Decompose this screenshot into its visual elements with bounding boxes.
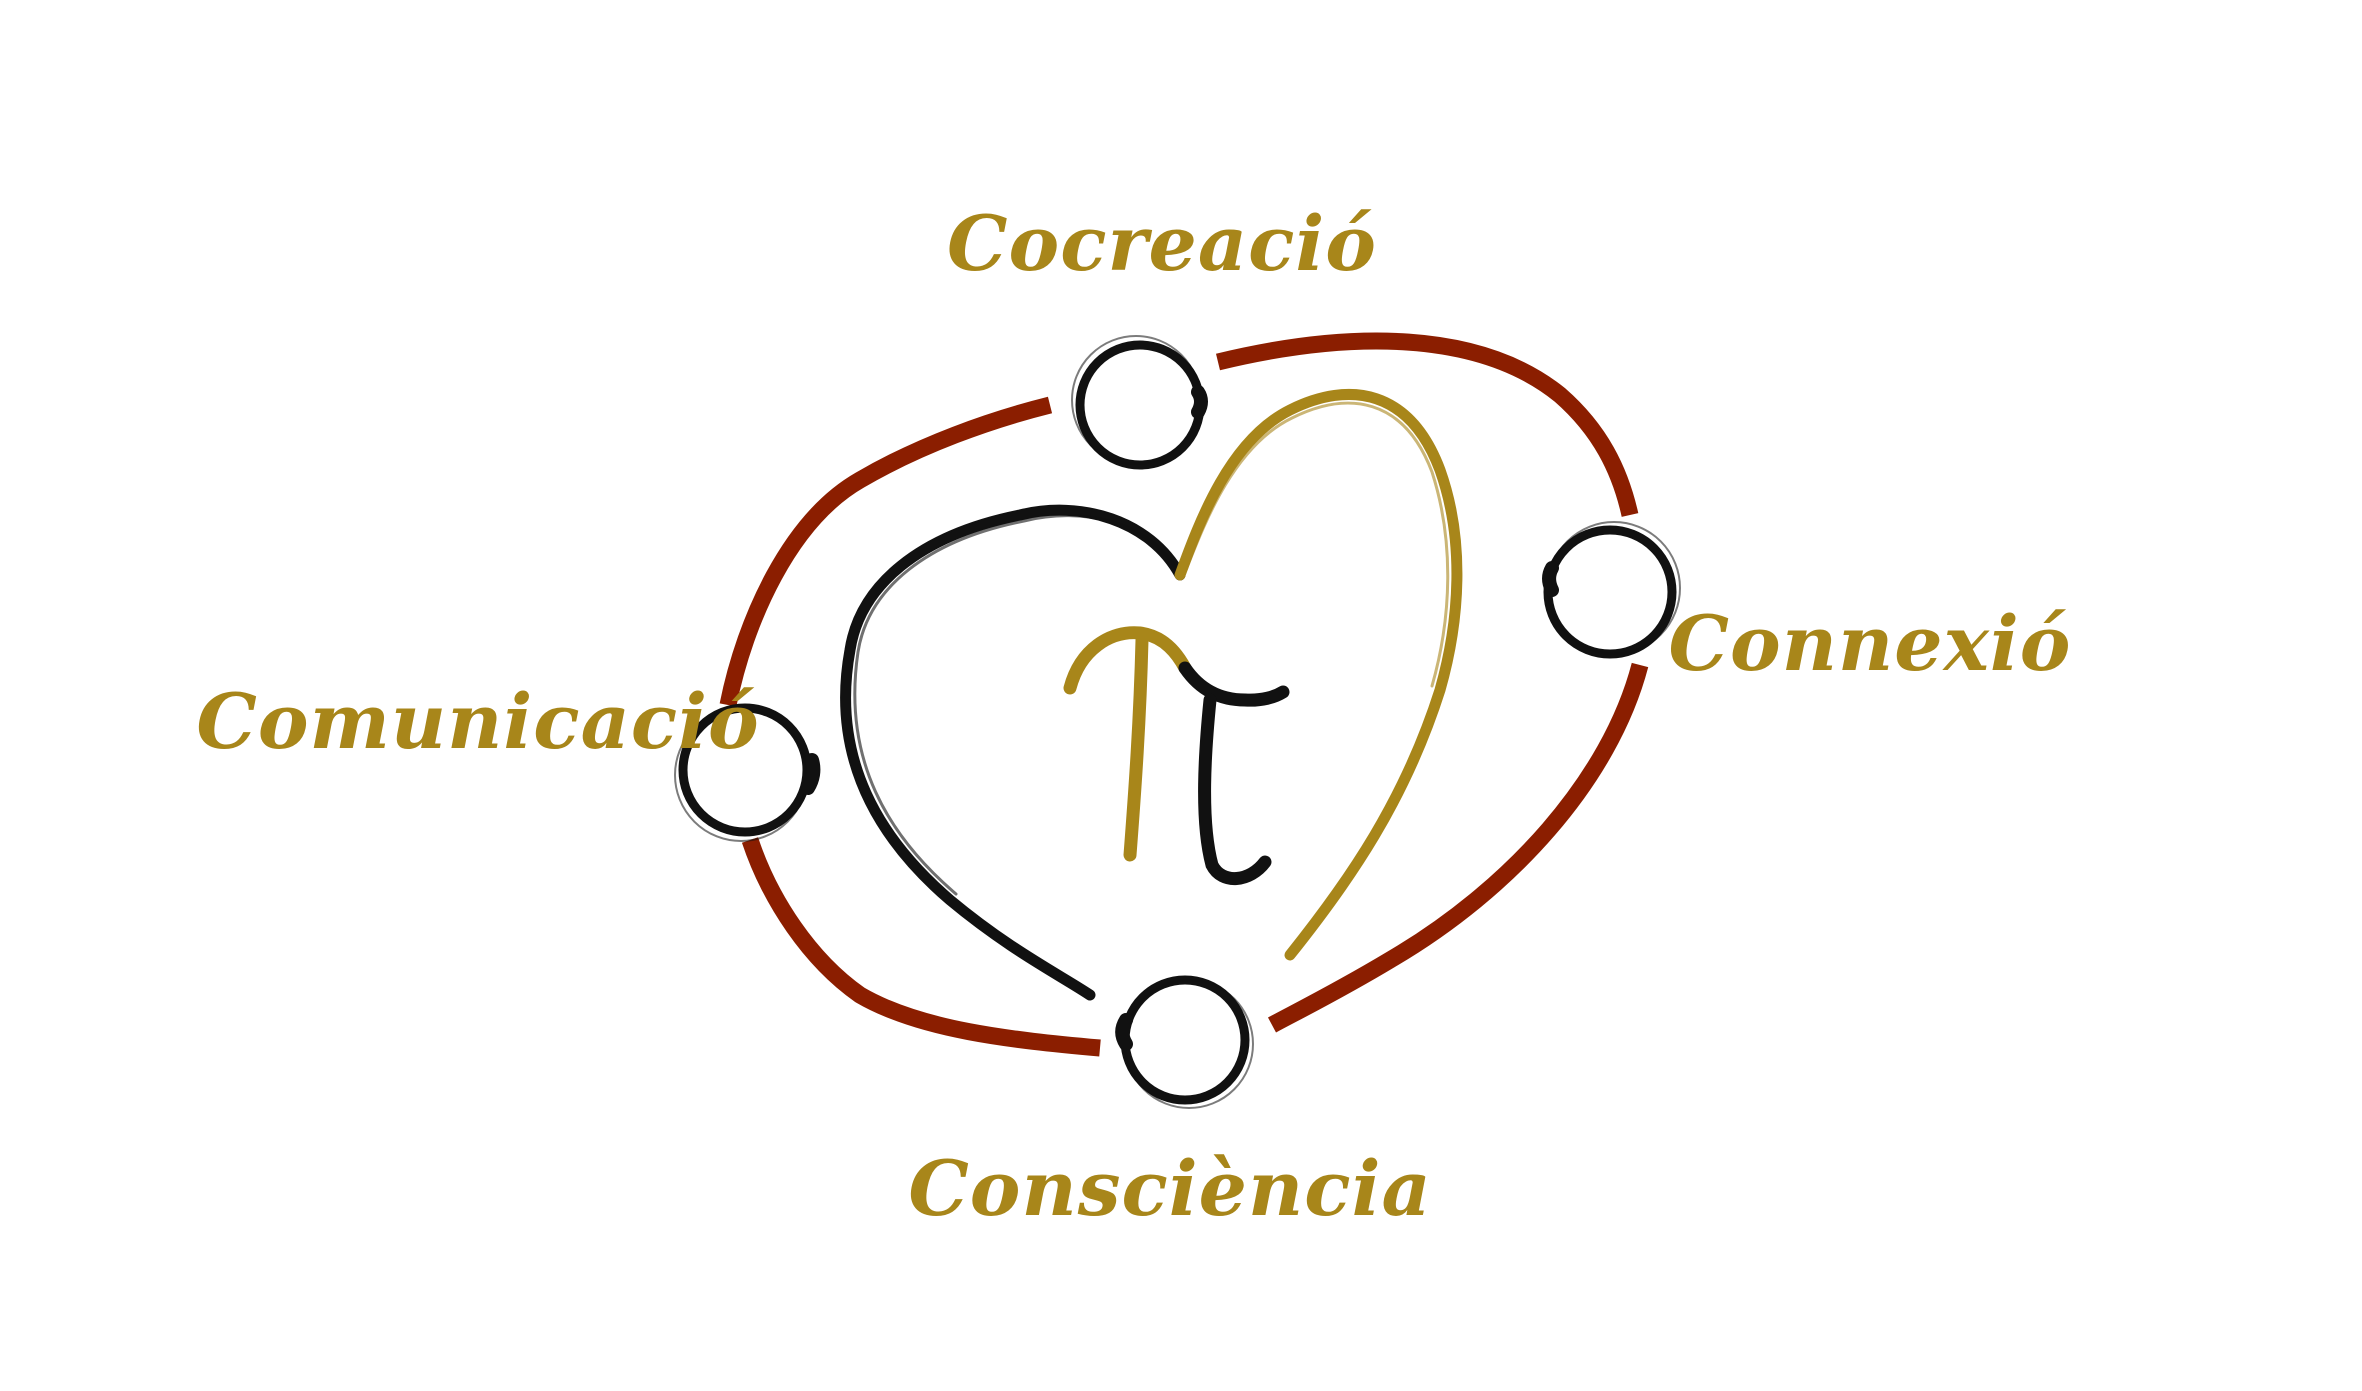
pi-left-leg (1123, 633, 1149, 862)
heart-right-echo (1184, 401, 1450, 688)
heart (840, 388, 1463, 1001)
pi-right-leg (1198, 693, 1272, 886)
cycle-arcs (719, 332, 1649, 1057)
node-right (1542, 521, 1681, 659)
label-right: Connexió (1669, 599, 2072, 688)
node-bottom-tick (1115, 1013, 1133, 1051)
pi-left-stroke (1063, 626, 1192, 695)
node-right-circle-echo (1547, 521, 1681, 655)
node-top-circle-echo (1071, 335, 1201, 465)
heart-right-half (1174, 388, 1463, 961)
label-bottom: Consciència (908, 1144, 1431, 1233)
node-left-tick (801, 753, 821, 795)
node-right-tick (1542, 561, 1559, 597)
node-top-circle (1075, 340, 1205, 470)
label-left: Comunicació (196, 677, 759, 766)
arc-top-to-right (1215, 332, 1639, 517)
arc-right-to-bottom (1267, 662, 1649, 1033)
pi-symbol (1063, 626, 1290, 886)
node-bottom-circle-echo (1124, 979, 1254, 1109)
arc-bottom-to-left (741, 837, 1101, 1057)
node-bottom (1115, 975, 1254, 1109)
node-left (674, 703, 821, 842)
heart-left-half (840, 504, 1186, 1001)
node-top (1071, 335, 1208, 470)
pi-right-crossbar (1178, 661, 1290, 707)
node-right-circle (1543, 525, 1677, 659)
heart-left-echo (853, 514, 1178, 896)
node-top-tick (1191, 385, 1208, 419)
label-top: Cocreació (947, 199, 1377, 288)
node-bottom-circle (1120, 975, 1250, 1105)
arc-left-to-top (719, 396, 1053, 707)
